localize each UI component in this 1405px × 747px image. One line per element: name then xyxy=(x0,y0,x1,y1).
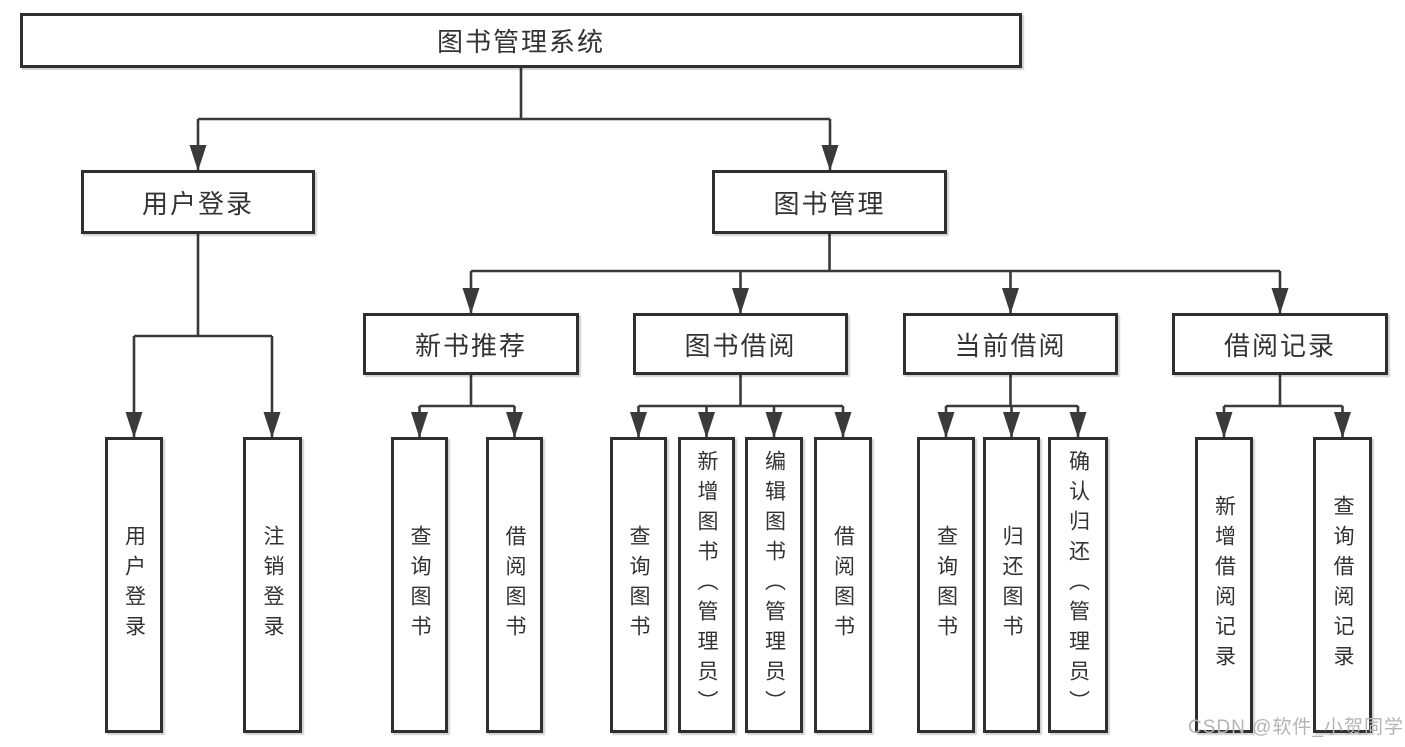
leaf-query-books-borrowing: 查询图书 xyxy=(610,437,667,733)
node-borrowing-records: 借阅记录 xyxy=(1172,313,1388,375)
node-label: 用户登录 xyxy=(122,525,146,645)
leaf-borrow-books-recommend: 借阅图书 xyxy=(486,437,543,733)
leaf-add-books-admin: 新增图书（管理员） xyxy=(678,437,735,733)
node-label: 图书管理 xyxy=(773,188,886,219)
node-label: 新增图书（管理员） xyxy=(695,450,718,720)
node-label: 查询图书 xyxy=(408,525,431,645)
node-label: 借阅图书 xyxy=(831,525,855,645)
leaf-confirm-return-admin: 确认归还（管理员） xyxy=(1048,437,1108,733)
connector-arrows xyxy=(125,119,1351,438)
leaf-add-borrow-record: 新增借阅记录 xyxy=(1195,437,1253,733)
node-book-management: 图书管理 xyxy=(712,170,947,234)
leaf-edit-books-admin: 编辑图书（管理员） xyxy=(745,437,803,733)
leaf-borrow-books-borrowing: 借阅图书 xyxy=(814,437,872,733)
node-current-borrowing: 当前借阅 xyxy=(903,313,1118,375)
node-label: 查询图书 xyxy=(627,525,650,645)
node-label: 确认归还（管理员） xyxy=(1066,450,1090,720)
node-label: 借阅图书 xyxy=(503,525,526,645)
watermark: CSDN @软件_小贺同学 xyxy=(1188,717,1404,738)
leaf-query-books-current: 查询图书 xyxy=(917,437,975,733)
leaf-query-books-recommend: 查询图书 xyxy=(391,437,448,733)
node-label: 归还图书 xyxy=(1000,525,1023,645)
node-label: 图书借阅 xyxy=(684,330,797,361)
node-label: 图书管理系统 xyxy=(436,27,605,57)
leaf-logout: 注销登录 xyxy=(243,437,302,733)
node-label: 查询图书 xyxy=(934,525,958,645)
node-library-management-system: 图书管理系统 xyxy=(20,13,1022,68)
node-label: 查询借阅记录 xyxy=(1331,495,1354,675)
node-label: 编辑图书（管理员） xyxy=(762,450,786,720)
node-label: 新书推荐 xyxy=(414,330,527,361)
node-label: 当前借阅 xyxy=(954,330,1067,361)
node-book-borrowing: 图书借阅 xyxy=(633,313,848,375)
node-label: 新增借阅记录 xyxy=(1212,495,1236,675)
leaf-user-login: 用户登录 xyxy=(105,437,163,733)
node-new-book-recommend: 新书推荐 xyxy=(363,313,579,375)
leaf-query-borrow-record: 查询借阅记录 xyxy=(1313,437,1372,733)
node-label: 注销登录 xyxy=(261,525,284,645)
connector-trunks xyxy=(134,68,1343,408)
node-label: 借阅记录 xyxy=(1223,330,1336,361)
node-label: 用户登录 xyxy=(141,188,254,219)
leaf-return-books: 归还图书 xyxy=(983,437,1040,733)
node-user-login: 用户登录 xyxy=(81,170,315,234)
